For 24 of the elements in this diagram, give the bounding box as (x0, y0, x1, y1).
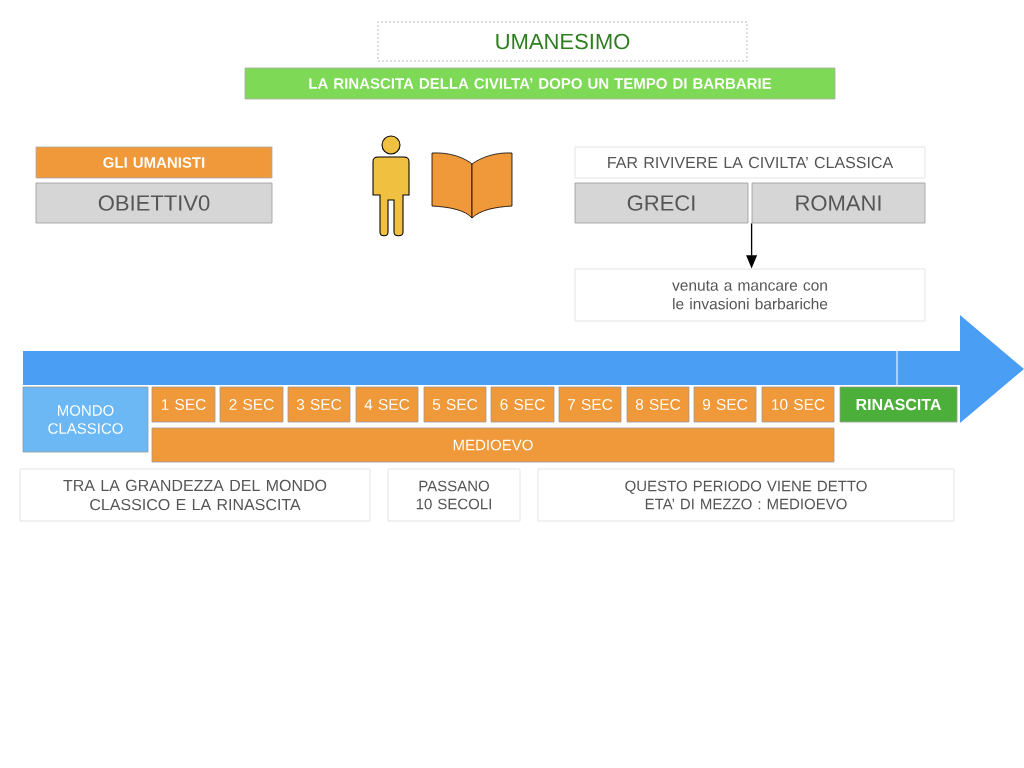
text-box: FAR RIVIVERE LA CIVILTA’ CLASSICA (574, 146, 926, 179)
century-box: 9 SEC (693, 386, 757, 423)
century-box: 5 SEC (423, 386, 487, 423)
goal-box: OBIETTIV0 (35, 182, 273, 224)
century-box: 6 SEC (490, 386, 555, 423)
century-box: 2 SEC (219, 386, 284, 423)
century-box: 3 SEC (287, 386, 351, 423)
century-box: 8 SEC (626, 386, 690, 423)
period-box: RINASCITA (839, 386, 958, 423)
heading-box: GLI UMANISTI (35, 146, 273, 179)
text-box: venuta a mancare con le invasioni barbariche (574, 268, 926, 322)
century-box: 1 SEC (151, 386, 216, 423)
period-box: MONDO CLASSICO (22, 386, 149, 453)
name-box: ROMANI (751, 182, 926, 224)
subtitle-banner: LA RINASCITA DELLA CIVILTA’ DOPO UN TEMPO DI BARBARIE (244, 67, 836, 100)
note-box: QUESTO PERIODO VIENE DETTO ETA’ DI MEZZO : MEDIOEVO (537, 468, 955, 522)
century-box: 7 SEC (558, 386, 622, 423)
title-box: UMANESIMO (377, 21, 748, 62)
century-box: 4 SEC (355, 386, 419, 423)
century-box: 10 SEC (761, 386, 835, 423)
note-box: PASSANO 10 SECOLI (387, 468, 521, 522)
period-box: MEDIOEVO (151, 427, 835, 463)
name-box: GRECI (574, 182, 749, 224)
note-box: TRA LA GRANDEZZA DEL MONDO CLASSICO E LA RINASCITA (19, 468, 371, 522)
